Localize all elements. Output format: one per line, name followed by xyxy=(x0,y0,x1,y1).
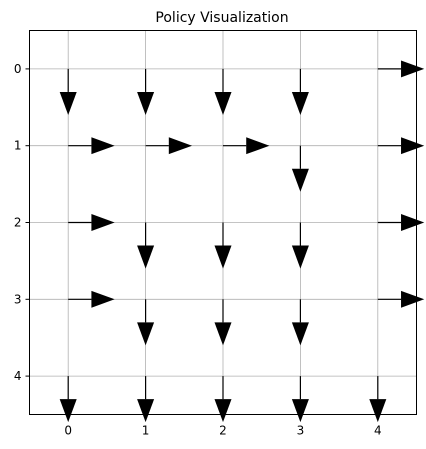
arrow-head xyxy=(137,322,155,346)
policy-arrow-down xyxy=(59,376,77,423)
x-tick-label: 1 xyxy=(142,424,150,438)
arrow-head xyxy=(291,399,309,423)
y-tick-label: 3 xyxy=(14,292,22,306)
x-tick-label: 4 xyxy=(374,424,382,438)
arrow-head xyxy=(369,399,387,423)
policy-arrow-down xyxy=(137,68,155,115)
arrow-head xyxy=(291,245,309,269)
policy-arrow-right xyxy=(377,137,425,155)
x-tick-label: 0 xyxy=(64,424,72,438)
policy-arrow-down xyxy=(137,299,155,346)
arrow-head xyxy=(91,137,115,155)
policy-arrow-down xyxy=(291,68,309,115)
arrow-head xyxy=(91,290,115,308)
tick-layer: 0 1 2 3 4 0 1 2 3 4 xyxy=(14,62,382,438)
arrow-head xyxy=(214,91,232,115)
policy-arrow-down xyxy=(137,376,155,423)
arrow-head xyxy=(168,137,193,155)
policy-arrow-right xyxy=(68,214,115,231)
arrow-head xyxy=(137,399,155,423)
arrow-head xyxy=(401,214,425,231)
arrow-head xyxy=(291,91,309,115)
policy-arrow-down xyxy=(291,145,309,192)
x-tick-label: 3 xyxy=(297,424,305,438)
policy-arrow-down xyxy=(214,299,232,346)
x-tick-label: 2 xyxy=(219,424,227,438)
chart-title: Policy Visualization xyxy=(155,10,288,26)
policy-arrow-right xyxy=(68,290,115,308)
arrow-head xyxy=(291,322,309,346)
policy-arrow-down xyxy=(137,222,155,269)
y-tick-label: 4 xyxy=(14,369,22,383)
arrow-head xyxy=(137,91,155,115)
arrow-head xyxy=(214,322,232,346)
arrow-head xyxy=(214,399,232,423)
arrow-head xyxy=(214,245,232,269)
policy-arrow-down xyxy=(214,222,232,269)
policy-arrow-down xyxy=(291,376,309,423)
y-tick-label: 0 xyxy=(14,62,22,76)
arrow-head xyxy=(401,137,425,155)
policy-arrow-right xyxy=(68,137,115,155)
arrow-layer xyxy=(59,60,425,423)
arrow-head xyxy=(401,60,425,78)
y-tick-label: 2 xyxy=(14,216,22,230)
policy-arrow-down xyxy=(291,222,309,269)
y-tick-label: 1 xyxy=(14,139,22,153)
arrow-head xyxy=(91,214,115,231)
policy-arrow-down xyxy=(369,376,387,423)
arrow-head xyxy=(59,399,77,423)
policy-arrow-down xyxy=(291,299,309,346)
arrow-head xyxy=(137,245,155,269)
policy-arrow-right xyxy=(377,290,425,308)
arrow-head xyxy=(246,137,270,155)
arrow-head xyxy=(401,290,425,308)
policy-arrow-right xyxy=(223,137,270,155)
policy-arrow-down xyxy=(214,68,232,115)
policy-arrow-right xyxy=(377,214,425,231)
arrow-head xyxy=(59,91,77,115)
arrow-head xyxy=(291,168,309,192)
policy-arrow-right xyxy=(377,60,425,78)
policy-arrow-down xyxy=(214,376,232,423)
policy-arrow-right xyxy=(145,137,193,155)
policy-arrow-down xyxy=(59,68,77,115)
